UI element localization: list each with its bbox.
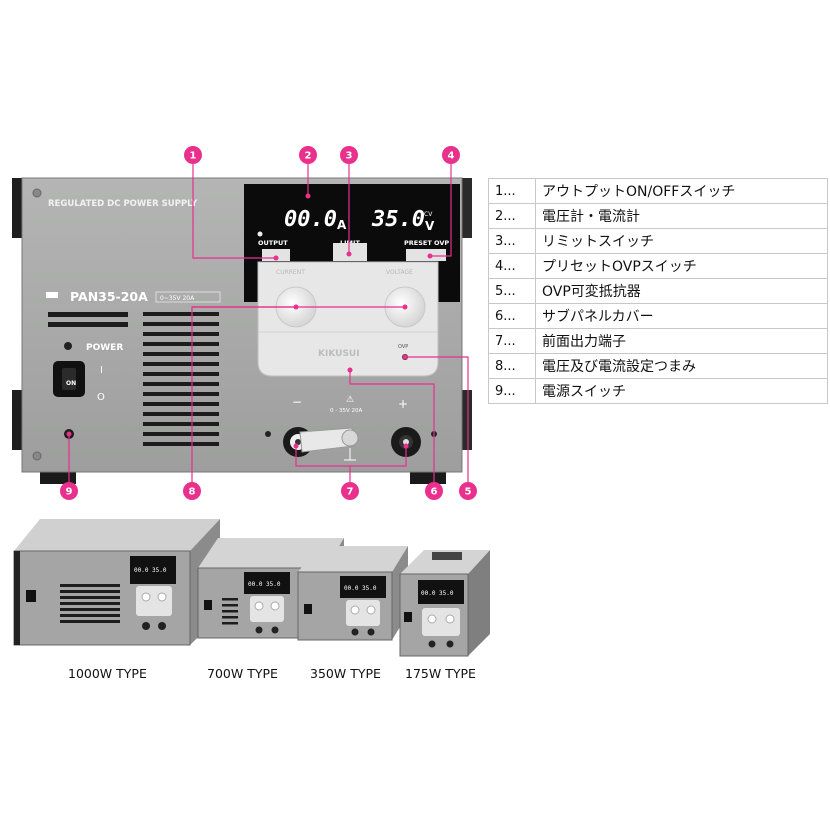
legend-number: 3...	[488, 228, 536, 254]
power-switch[interactable]: ON	[53, 361, 85, 397]
ovp-label: OVP	[398, 344, 408, 350]
callout-number: 4	[448, 151, 455, 162]
callout-badge-2: 2	[299, 146, 317, 164]
caption-700w: 700W TYPE	[207, 666, 278, 681]
unit-350w-image: 00.0 35.0	[297, 546, 408, 641]
output-terminal-plus[interactable]	[391, 427, 421, 457]
power-label: POWER	[86, 343, 123, 353]
callout-badge-3: 3	[340, 146, 358, 164]
callout-number: 9	[66, 487, 73, 498]
ammeter-unit: A	[337, 218, 347, 232]
preset-ovp-switch[interactable]	[406, 249, 446, 261]
model-rating: 0~35V 20A	[160, 295, 195, 302]
power-on-mark: I	[100, 365, 103, 376]
power-off-mark: O	[97, 392, 105, 403]
legend-text: アウトプットON/OFFスイッチ	[535, 178, 828, 204]
callout-badge-4: 4	[442, 146, 460, 164]
caption-1000w: 1000W TYPE	[68, 666, 147, 681]
legend-row: 9...電源スイッチ	[488, 378, 828, 404]
legend-row: 6...サブパネルカバー	[488, 303, 828, 329]
callout-badge-9: 9	[60, 482, 78, 500]
legend-number: 6...	[488, 303, 536, 329]
cv-indicator: CV	[424, 211, 433, 218]
legend-number: 4...	[488, 253, 536, 279]
legend-row: 3...リミットスイッチ	[488, 228, 828, 254]
warning-icon: ⚠	[346, 395, 354, 405]
legend-row: 8...電圧及び電流設定つまみ	[488, 353, 828, 379]
legend-number: 8...	[488, 353, 536, 379]
voltage-label: VOLTAGE	[386, 269, 413, 276]
callout-number: 2	[305, 151, 312, 162]
power-supply-front-panel: REGULATED DC POWER SUPPLY PAN35-20A 0~35…	[12, 177, 472, 484]
legend-number: 5...	[488, 278, 536, 304]
voltmeter-reading: 35.0	[371, 207, 425, 232]
svg-text:00.0 35.0: 00.0 35.0	[421, 590, 454, 597]
panel-title: REGULATED DC POWER SUPPLY	[48, 199, 198, 209]
callout-badge-7: 7	[341, 482, 359, 500]
terminal-rating: 0 - 35V 20A	[330, 408, 362, 414]
callout-badge-1: 1	[184, 146, 202, 164]
legend-text: サブパネルカバー	[535, 303, 828, 329]
terminal-minus-sign: −	[292, 395, 302, 409]
current-label: CURRENT	[276, 269, 305, 276]
callout-number: 7	[347, 487, 354, 498]
legend-row: 5...OVP可変抵抗器	[488, 278, 828, 304]
callout-badge-8: 8	[183, 482, 201, 500]
callout-endpoints	[66, 193, 433, 449]
callout-number: 1	[190, 151, 197, 162]
center-vent	[143, 312, 219, 446]
legend-number: 1...	[488, 178, 536, 204]
callout-number: 6	[431, 487, 438, 498]
caption-175w: 175W TYPE	[405, 666, 476, 681]
legend-number: 7...	[488, 328, 536, 354]
legend-text: 前面出力端子	[535, 328, 828, 354]
legend-row: 7...前面出力端子	[488, 328, 828, 354]
caption-350w: 350W TYPE	[310, 666, 381, 681]
callout-leaders	[68, 164, 469, 482]
callout-number: 8	[189, 487, 196, 498]
legend-text: プリセットOVPスイッチ	[535, 253, 828, 279]
svg-text:00.0 35.0: 00.0 35.0	[248, 581, 281, 588]
brand-logo: KIKUSUI	[318, 349, 360, 359]
legend-number: 2...	[488, 203, 536, 229]
legend-text: 電圧及び電流設定つまみ	[535, 353, 828, 379]
unit-1000w-image: 00.0 35.0	[13, 519, 220, 646]
ammeter-reading: 00.0	[284, 207, 337, 232]
terminal-plus-sign: +	[398, 397, 408, 411]
left-vent	[48, 312, 128, 327]
callout-badge-5: 5	[459, 482, 477, 500]
power-switch-on-text: ON	[66, 380, 76, 387]
legend-number: 9...	[488, 378, 536, 404]
svg-text:00.0 35.0: 00.0 35.0	[134, 567, 167, 574]
legend-text: OVP可変抵抗器	[535, 278, 828, 304]
legend-text: リミットスイッチ	[535, 228, 828, 254]
svg-text:00.0 35.0: 00.0 35.0	[344, 585, 377, 592]
legend-row: 4...プリセットOVPスイッチ	[488, 253, 828, 279]
voltmeter-unit: V	[425, 219, 435, 233]
shorting-bar	[299, 427, 355, 453]
preset-ovp-label: PRESET OVP	[404, 239, 449, 247]
output-label: OUTPUT	[258, 239, 288, 247]
callout-number: 5	[465, 487, 472, 498]
model-mark	[46, 292, 58, 298]
legend-row: 1...アウトプットON/OFFスイッチ	[488, 178, 828, 204]
unit-175w-image: 00.0 35.0	[399, 550, 490, 657]
legend-row: 2...電圧計・電流計	[488, 203, 828, 229]
model-name: PAN35-20A	[70, 289, 148, 304]
legend-text: 電源スイッチ	[535, 378, 828, 404]
legend-text: 電圧計・電流計	[535, 203, 828, 229]
callout-badge-6: 6	[425, 482, 443, 500]
callout-number: 3	[346, 151, 353, 162]
